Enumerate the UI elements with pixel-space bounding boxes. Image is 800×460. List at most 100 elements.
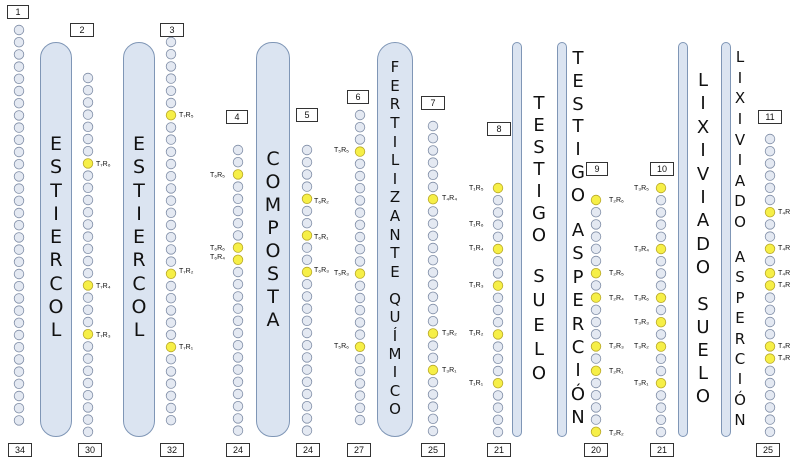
title-letter: E xyxy=(132,133,145,155)
title-letter: T xyxy=(533,159,545,180)
title-letter: I xyxy=(53,202,59,225)
plant-circle xyxy=(13,183,25,194)
plant-circle xyxy=(232,352,244,363)
bottom-count-1: 34 xyxy=(8,443,32,457)
plant-circle xyxy=(232,291,244,302)
title-letter: R xyxy=(734,329,746,348)
title-letter: E xyxy=(572,290,584,312)
plant-circle xyxy=(165,378,177,389)
plant-circle xyxy=(492,414,504,426)
plant-circle xyxy=(354,243,366,255)
title-letter: D xyxy=(696,233,710,255)
plant-circle xyxy=(655,390,667,401)
title-letter: E xyxy=(572,70,584,92)
plant-circle xyxy=(232,315,244,327)
plant-circle xyxy=(590,243,602,255)
bottom-count-7: 25 xyxy=(421,443,445,457)
treatment-label: T₃R₁ xyxy=(442,367,457,374)
plant-circle xyxy=(13,37,25,48)
plant-circle xyxy=(301,425,313,436)
plant-circle xyxy=(590,231,602,242)
treatment-label: T₆R₃ xyxy=(314,267,330,274)
title-letter: S xyxy=(266,263,280,285)
plant-circle xyxy=(427,169,439,181)
title-letter: I xyxy=(700,186,706,208)
title-letter: L xyxy=(533,338,545,360)
bottom-count-10: 21 xyxy=(650,443,674,457)
plant-circle xyxy=(655,414,667,426)
plant-circle xyxy=(427,340,439,351)
plant-circle xyxy=(354,414,366,426)
plant-circle xyxy=(232,376,244,388)
bottom-count-9: 20 xyxy=(584,443,608,457)
plant-circle xyxy=(301,340,313,351)
plant-circle xyxy=(427,132,439,144)
band-lixiviado-aspercion xyxy=(721,42,731,437)
plant-circle xyxy=(427,206,439,217)
plant-circle xyxy=(764,365,776,377)
plant-circle-treated xyxy=(232,169,244,180)
plant-circle xyxy=(354,207,366,218)
plant-circle xyxy=(82,390,94,401)
plant-circle xyxy=(427,267,439,278)
title-letter: P xyxy=(572,266,584,288)
bottom-count-11: 25 xyxy=(756,443,780,457)
title-letter: E xyxy=(697,340,709,361)
plant-circle xyxy=(492,256,504,267)
plot-number-8: 8 xyxy=(487,122,511,136)
plant-circle xyxy=(655,256,667,267)
plant-circle xyxy=(13,329,25,341)
plant-circle xyxy=(82,377,94,389)
plant-circle-treated xyxy=(427,328,439,339)
plant-circle xyxy=(354,366,366,377)
title-letter: L xyxy=(133,319,145,341)
title-letter: O xyxy=(695,386,711,407)
plant-circle xyxy=(301,327,313,339)
treatment-label: T₁R₃ xyxy=(469,282,484,289)
plant-circle xyxy=(165,61,177,72)
plant-circle xyxy=(13,305,25,316)
plant-circle xyxy=(82,72,94,84)
treatment-label: T₁R₂ xyxy=(469,330,484,337)
plant-circle-treated xyxy=(764,268,776,279)
plant-circle xyxy=(232,340,244,351)
treatment-label: T₇R₁ xyxy=(179,344,194,351)
plant-circle xyxy=(427,316,439,327)
plant-circle xyxy=(655,304,667,316)
plant-circle xyxy=(354,317,366,328)
plant-circle xyxy=(354,182,366,194)
bottom-count-2: 30 xyxy=(78,443,102,457)
plant-circle xyxy=(492,219,504,230)
title-letter: R xyxy=(571,313,585,335)
plant-circle xyxy=(82,292,94,303)
plant-circle xyxy=(13,366,25,377)
plant-circle xyxy=(354,256,366,267)
plant-circle-treated xyxy=(354,268,366,279)
plant-circle xyxy=(165,85,177,97)
title-letter: T xyxy=(267,286,279,308)
band-estiercol-2 xyxy=(123,42,155,437)
treatment-label: T₇R₂ xyxy=(179,268,194,275)
plant-circle-treated xyxy=(165,109,177,121)
title-letter: R xyxy=(49,249,63,272)
plant-circle xyxy=(427,401,439,412)
plant-circle xyxy=(655,280,667,291)
plant-circle xyxy=(13,122,25,133)
plant-circle xyxy=(82,316,94,328)
plant-circle xyxy=(301,242,313,253)
plant-circle xyxy=(13,110,25,121)
plant-circle xyxy=(301,217,313,229)
plant-circle xyxy=(427,181,439,193)
plant-circle xyxy=(301,364,313,375)
treatment-label: T₂R₃ xyxy=(609,343,624,350)
plant-circle-treated xyxy=(655,341,667,352)
treatment-label: T₄R xyxy=(778,282,791,289)
title-letter: S xyxy=(533,137,545,158)
plant-circle xyxy=(13,354,25,365)
plant-circle xyxy=(13,207,25,219)
plant-circle-treated xyxy=(427,193,439,205)
treatment-label: T₇R₆ xyxy=(96,161,111,168)
